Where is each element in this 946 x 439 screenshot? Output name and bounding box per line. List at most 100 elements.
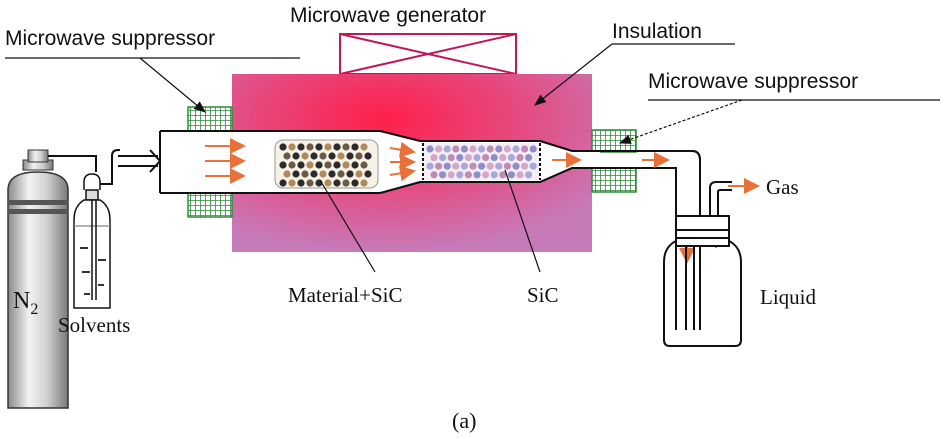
sic-particle <box>525 171 533 179</box>
material-particle <box>333 143 341 151</box>
liquid-flask <box>663 181 742 347</box>
material-particle <box>351 143 359 151</box>
material-particle <box>279 179 287 187</box>
material-particle <box>337 170 345 178</box>
sic-particle <box>521 145 529 153</box>
sic-particle <box>473 171 481 179</box>
material-particle <box>301 170 309 178</box>
figure-tag: (a) <box>452 408 476 433</box>
sic-particle <box>439 171 447 179</box>
material-particle <box>351 161 359 169</box>
sic-particle <box>460 145 468 153</box>
material-particle <box>346 152 354 160</box>
material-particle <box>324 161 332 169</box>
sic-particle <box>430 171 438 179</box>
material-particle <box>283 170 291 178</box>
sic-particle <box>435 145 443 153</box>
material-particle <box>319 170 327 178</box>
sic-particle <box>456 171 464 179</box>
sic-particle <box>452 145 460 153</box>
sic-particle <box>447 171 455 179</box>
sic-bed <box>422 143 541 180</box>
sic-particle <box>499 154 507 162</box>
sic-particle <box>486 162 494 170</box>
material-particle <box>279 161 287 169</box>
inlet-arrow <box>118 149 162 173</box>
material-particle <box>333 161 341 169</box>
label-sic: SiC <box>527 283 559 307</box>
sic-particle <box>469 145 477 153</box>
sic-particle <box>512 145 520 153</box>
sic-particle <box>503 145 511 153</box>
sic-particle <box>529 145 537 153</box>
solvents-bottle <box>73 149 120 309</box>
material-particle <box>310 152 318 160</box>
sic-particle <box>521 162 529 170</box>
label-material-sic: Material+SiC <box>288 283 403 307</box>
sic-particle <box>478 162 486 170</box>
material-particle <box>333 179 341 187</box>
n2-cylinder <box>7 149 97 409</box>
material-particle <box>297 179 305 187</box>
material-particle <box>306 143 314 151</box>
material-particle <box>283 152 291 160</box>
material-particle <box>355 170 363 178</box>
microwave-generator-box <box>339 33 517 75</box>
sic-particle <box>439 154 447 162</box>
material-particle <box>306 179 314 187</box>
label-n2: N2 <box>13 288 38 318</box>
material-particle <box>310 170 318 178</box>
label-solvents: Solvents <box>58 313 130 337</box>
material-particle <box>324 179 332 187</box>
material-particle <box>337 152 345 160</box>
material-particle <box>301 152 309 160</box>
leader-lines <box>5 43 940 273</box>
material-particle <box>342 161 350 169</box>
material-particle <box>342 143 350 151</box>
sic-particle <box>452 162 460 170</box>
sic-particle <box>507 171 515 179</box>
material-particle <box>297 143 305 151</box>
material-sic-bed <box>274 139 379 189</box>
sic-particle <box>478 145 486 153</box>
sic-particle <box>512 162 520 170</box>
sic-particle <box>426 145 434 153</box>
sic-particle <box>499 171 507 179</box>
material-particle <box>364 152 372 160</box>
sic-particle <box>490 171 498 179</box>
sic-particle <box>495 162 503 170</box>
material-particle <box>355 152 363 160</box>
material-particle <box>346 170 354 178</box>
label-n2-letter: N <box>13 288 30 314</box>
sic-particle <box>516 171 524 179</box>
sic-particle <box>503 162 511 170</box>
material-particle <box>288 161 296 169</box>
label-liquid: Liquid <box>760 285 816 309</box>
material-particle <box>351 179 359 187</box>
sic-particle <box>460 162 468 170</box>
material-particle <box>324 143 332 151</box>
label-gas: Gas <box>766 175 799 199</box>
material-particle <box>315 161 323 169</box>
sic-particle <box>516 154 524 162</box>
label-microwave-suppressor-left: Microwave suppressor <box>5 27 215 50</box>
sic-particle <box>456 154 464 162</box>
label-microwave-generator: Microwave generator <box>290 4 486 27</box>
material-particle <box>279 143 287 151</box>
sic-particle <box>507 154 515 162</box>
sic-particle <box>464 171 472 179</box>
material-particle <box>288 179 296 187</box>
label-n2-subscript: 2 <box>30 301 38 318</box>
label-insulation: Insulation <box>612 20 702 43</box>
sic-particle <box>490 154 498 162</box>
material-particle <box>360 161 368 169</box>
sic-particle <box>525 154 533 162</box>
material-particle <box>360 179 368 187</box>
sic-particle <box>482 154 490 162</box>
material-particle <box>342 179 350 187</box>
material-particle <box>292 170 300 178</box>
sic-particle <box>473 154 481 162</box>
material-particle <box>360 143 368 151</box>
